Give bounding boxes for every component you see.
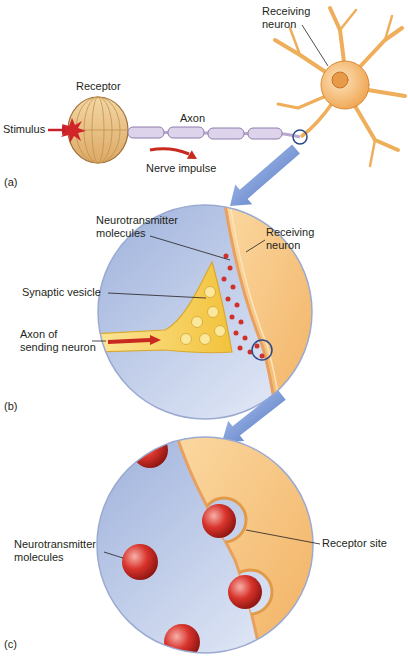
cell-body bbox=[321, 61, 369, 109]
synaptic-vesicle bbox=[208, 307, 219, 318]
neurotransmitter-dot bbox=[224, 254, 229, 259]
zoom-marker bbox=[293, 130, 307, 144]
zoom-arrow bbox=[230, 144, 300, 206]
dendrite bbox=[385, 16, 392, 40]
part-label: Axon bbox=[180, 112, 230, 125]
part-label: Receptor bbox=[76, 80, 146, 93]
panel-letter: (b) bbox=[4, 400, 34, 413]
impulse-arrowhead bbox=[187, 150, 197, 159]
leader-line bbox=[246, 240, 265, 252]
part-label: Receiving neuron bbox=[266, 226, 328, 252]
leader-line bbox=[104, 552, 123, 558]
part-label: Synaptic vesicle bbox=[22, 286, 132, 299]
stimulus-arrow bbox=[48, 129, 63, 132]
zoom-arrow bbox=[222, 390, 286, 442]
receptor-sites bbox=[202, 498, 272, 614]
dendrite bbox=[302, 102, 333, 136]
neurotransmitter-molecule bbox=[202, 504, 236, 538]
synaptic-vesicle bbox=[205, 287, 216, 298]
neurotransmitter-dot bbox=[230, 315, 235, 320]
neurotransmitter-dot bbox=[235, 303, 240, 308]
leader-line bbox=[150, 236, 230, 260]
leader-line bbox=[108, 293, 206, 298]
axon bbox=[128, 127, 300, 139]
vesicle-group bbox=[181, 287, 226, 345]
neurotransmitter-dot bbox=[222, 277, 227, 282]
dendrite bbox=[290, 28, 300, 55]
dendrite bbox=[355, 28, 402, 72]
myelin-segment bbox=[168, 127, 204, 138]
axon-terminal bbox=[92, 262, 232, 353]
stimulus-burst bbox=[61, 118, 86, 143]
receiving-neuron-membrane bbox=[175, 430, 320, 660]
closeup-border bbox=[97, 437, 313, 653]
panel-letter: (c) bbox=[4, 638, 34, 651]
part-label: Stimulus bbox=[3, 123, 53, 136]
receptor-site bbox=[202, 498, 246, 542]
synaptic-vesicle bbox=[215, 326, 226, 337]
neurotransmitter-dot bbox=[231, 285, 236, 290]
neurotransmitter-molecule bbox=[92, 609, 124, 641]
panel-letter: (a) bbox=[4, 176, 34, 189]
synaptic-vesicle bbox=[200, 334, 211, 345]
neurotransmitter-molecule bbox=[122, 544, 158, 580]
dendrite bbox=[278, 96, 326, 108]
neurotransmitter-dot bbox=[260, 354, 265, 359]
neurotransmitter-molecule bbox=[132, 432, 168, 468]
neurotransmitter-dot bbox=[238, 346, 243, 351]
myelin-segment bbox=[208, 128, 244, 139]
myelin-segment bbox=[248, 128, 282, 139]
impulse-arrow bbox=[150, 149, 189, 154]
part-label: Neurotransmitter molecules bbox=[96, 214, 188, 240]
neurotransmitter-dot bbox=[239, 320, 244, 325]
zoom-marker bbox=[252, 340, 272, 360]
receiving-neuron bbox=[275, 8, 405, 166]
synaptic-vesicle bbox=[192, 317, 203, 328]
part-label: Neurotransmitter molecules bbox=[14, 538, 106, 564]
cell-nucleus bbox=[332, 72, 348, 88]
dendrite bbox=[368, 90, 405, 96]
part-label: Nerve impulse bbox=[146, 162, 236, 175]
dendrite bbox=[355, 106, 398, 150]
myelin-segment bbox=[128, 127, 164, 138]
receptor-site bbox=[228, 570, 272, 614]
neurotransmitter-dot bbox=[243, 336, 248, 341]
part-label: Receptor site bbox=[322, 537, 406, 550]
leader-line bbox=[302, 25, 328, 66]
synaptic-vesicle bbox=[181, 334, 192, 345]
neurotransmitter-dots bbox=[222, 254, 265, 359]
impulse-arrow bbox=[108, 340, 150, 342]
neurotransmitter-dot bbox=[228, 266, 233, 271]
impulse-arrowhead bbox=[150, 335, 161, 345]
neurotransmitter-dot bbox=[226, 297, 231, 302]
dendrite bbox=[370, 140, 375, 166]
part-label: Axon of sending neuron bbox=[20, 328, 97, 354]
neurotransmitter-dot bbox=[234, 331, 239, 336]
part-label: Receiving neuron bbox=[262, 5, 324, 31]
neurotransmitter-molecule bbox=[228, 575, 262, 609]
neurotransmitter-dot bbox=[255, 344, 260, 349]
neurotransmitter-molecule bbox=[164, 624, 200, 660]
leader-line bbox=[246, 530, 320, 544]
receptor-closeup bbox=[92, 430, 325, 662]
dendrite bbox=[340, 10, 356, 30]
